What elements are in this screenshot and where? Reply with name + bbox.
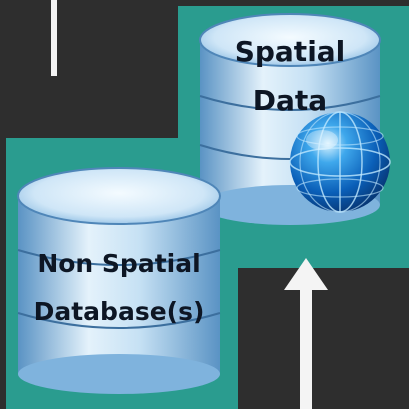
connector-line: [51, 0, 57, 76]
spatial-db-label-line1: Spatial: [235, 35, 346, 68]
non-spatial-db-label-line2: Database(s): [34, 297, 205, 326]
arrow-inset: [238, 268, 409, 409]
non-spatial-database-cylinder: Non Spatial Database(s): [17, 167, 221, 394]
arrow-up-icon: [284, 258, 328, 409]
non-spatial-db-label-line1: Non Spatial: [37, 249, 200, 278]
spatial-db-label-line2: Data: [253, 84, 327, 117]
globe-icon: [289, 111, 391, 213]
